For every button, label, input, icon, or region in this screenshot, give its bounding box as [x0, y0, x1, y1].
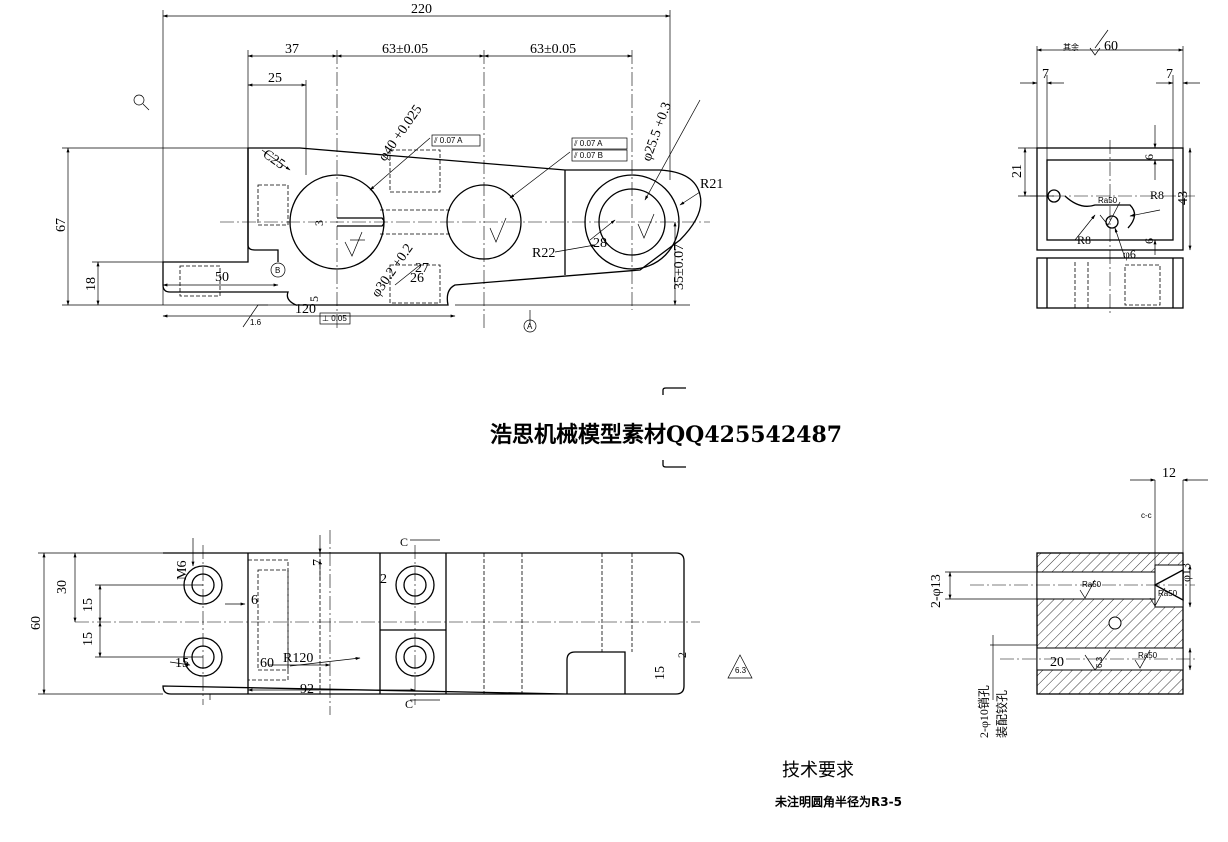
dim-26: 26 [410, 271, 424, 286]
roughness-rest-label: 其余 [1063, 42, 1079, 52]
front-view-outline [162, 147, 702, 306]
fcf-2-text: ⫽ 0.07 A [573, 139, 603, 148]
dim-side-21: 21 [1010, 164, 1025, 178]
dim-top-7: 7 [311, 559, 326, 566]
dim-side-7-left: 7 [1042, 67, 1049, 82]
dim-side-r8-a: R8 [1150, 188, 1164, 202]
dim-27: 27 [415, 261, 429, 276]
datum-a-label: A [527, 322, 533, 331]
side-view: 60 其余 7 7 21 6 43 6 R8 R8 Ra50 φ6 [1010, 29, 1200, 315]
dim-side-7-right: 7 [1166, 67, 1173, 82]
dim-side-60: 60 [1104, 39, 1118, 54]
dim-18: 18 [84, 277, 99, 291]
dim-r21: R21 [700, 177, 723, 192]
dim-r22: R22 [532, 246, 555, 261]
dim-top-6: 6 [251, 593, 258, 608]
dim-top-15-b: 15 [81, 632, 96, 646]
dim-sec-phi13-b: φ13 [1179, 563, 1193, 582]
dim-side-r8-b: R8 [1077, 233, 1091, 247]
dim-phi25: φ25.5 +0.3 [640, 100, 675, 163]
front-view: 220 37 63±0.05 63±0.05 25 67 18 50 120 C… [54, 2, 723, 333]
roughness-sec-6-3: 6.3 [1095, 656, 1104, 668]
section-marker [662, 387, 686, 468]
roughness-1-6: 1.6 [250, 318, 262, 327]
datum-circle-b [270, 262, 286, 278]
watermark-text: 浩思机械模型素材QQ425542487 [490, 422, 842, 448]
roughness-sec-ra50-b: Ra50 [1158, 589, 1178, 598]
fcf-4 [319, 312, 351, 325]
dim-sec-20: 20 [1050, 655, 1064, 670]
dim-top-2: 2 [380, 572, 387, 587]
note-pin-ream: 装配铰孔 [994, 690, 1009, 738]
section-c-top: C [400, 535, 408, 549]
dim-35: 35±0.07 [672, 244, 687, 290]
fcf-1 [431, 134, 481, 147]
roughness-top-6-3: 6.3 [735, 666, 747, 675]
dim-220: 220 [411, 2, 432, 17]
dim-sec-12: 12 [1162, 466, 1176, 481]
fcf-2 [571, 137, 628, 150]
dim-67: 67 [54, 218, 69, 232]
dim-top-60: 60 [29, 616, 44, 630]
dim-side-phi6: φ6 [1123, 247, 1136, 261]
dim-top-m6: M6 [175, 561, 190, 580]
section-label-cc: c-c [1141, 511, 1152, 520]
fcf-3-text: ⫽ 0.07 B [573, 151, 603, 160]
dim-phi40: φ40 +0.025 [376, 102, 426, 164]
dim-63-a: 63±0.05 [382, 42, 428, 57]
roughness-sec-ra50-a: Ra50 [1082, 580, 1102, 589]
datum-a-symbol [523, 319, 537, 333]
dim-5: 5 [307, 296, 321, 302]
dim-50: 50 [215, 270, 229, 285]
dim-28: 28 [593, 236, 607, 251]
note-pin-hole: 2-φ10销孔 [977, 685, 991, 738]
dim-3: 3 [312, 220, 326, 226]
fcf-1-text: ⫽ 0.07 A [433, 136, 463, 145]
dim-side-6-a: 6 [1142, 154, 1156, 160]
fcf-4-text: ⊥ 0.05 [322, 314, 347, 323]
dim-top-60-b: 60 [260, 656, 274, 671]
dim-top-2-b: 2 [675, 652, 689, 658]
dim-sec-2-phi13: 2-φ13 [929, 574, 944, 608]
roughness-side-ra50: Ra50 [1098, 196, 1118, 205]
roughness-sec-ra50-c: Ra50 [1138, 651, 1158, 660]
dim-top-15-d: 15 [653, 666, 668, 680]
fcf-3 [571, 149, 628, 162]
dim-top-15-c: 15 [175, 656, 189, 671]
datum-b-label: B [275, 266, 280, 275]
dim-top-r120: R120 [283, 651, 313, 666]
dim-37: 37 [285, 42, 299, 57]
dim-side-43: 43 [1176, 191, 1191, 205]
dim-top-15-a: 15 [81, 598, 96, 612]
section-c-bottom: C [405, 697, 413, 711]
section-view: 12 2-φ13 φ13 Ra50 Ra50 Ra50 20 6.3 2-φ10… [929, 466, 1208, 738]
dim-side-6-b: 6 [1142, 238, 1156, 244]
top-view-outline [162, 552, 685, 695]
dim-top-30: 30 [55, 580, 70, 594]
magnifier-icon [133, 94, 150, 111]
tech-requirements-title: 技术要求 [782, 760, 854, 781]
dim-120: 120 [295, 302, 316, 317]
dim-63-b: 63±0.05 [530, 42, 576, 57]
dim-c25: C25 [260, 147, 288, 173]
dim-top-92: 92 [300, 682, 314, 697]
top-view: 30 15 15 60 M6 6 7 2 15 60 R120 92 C C 1… [29, 530, 753, 715]
dim-25: 25 [268, 71, 282, 86]
tech-requirements-note: 未注明圆角半径为R3-5 [774, 794, 902, 809]
